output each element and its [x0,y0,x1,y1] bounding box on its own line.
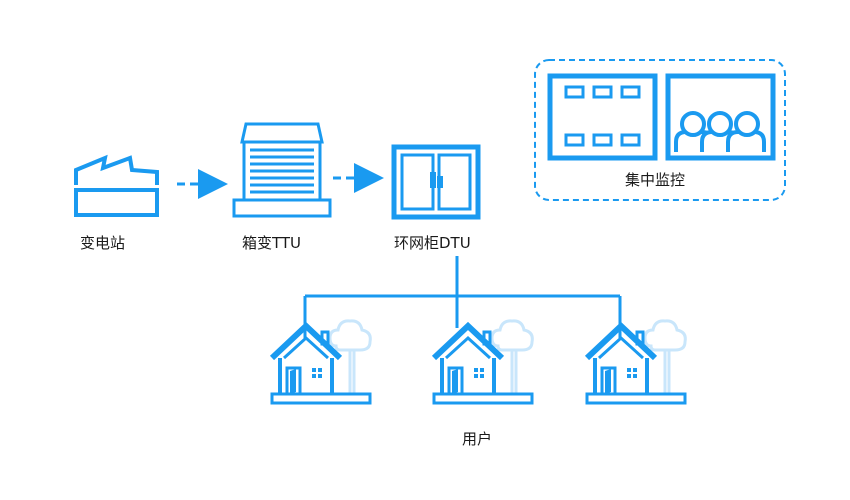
substation-label: 变电站 [80,234,126,252]
ring-dtu-label: 环网柜DTU [394,234,471,252]
box-ttu-label: 箱变TTU [242,234,302,252]
substation-icon [74,154,159,217]
users-label: 用户 [462,430,493,448]
ring-main-unit-icon [391,144,481,220]
monitor-group-frame [534,59,786,201]
user-house-icon [272,321,370,403]
box-transformer-icon [232,122,332,218]
monitor-screen-icon [547,73,658,161]
user-connection-lines [303,256,622,338]
operators-screen-icon [665,73,776,161]
user-house-icon [587,321,685,403]
monitor-label: 集中监控 [625,171,686,189]
user-house-icon [434,321,532,403]
